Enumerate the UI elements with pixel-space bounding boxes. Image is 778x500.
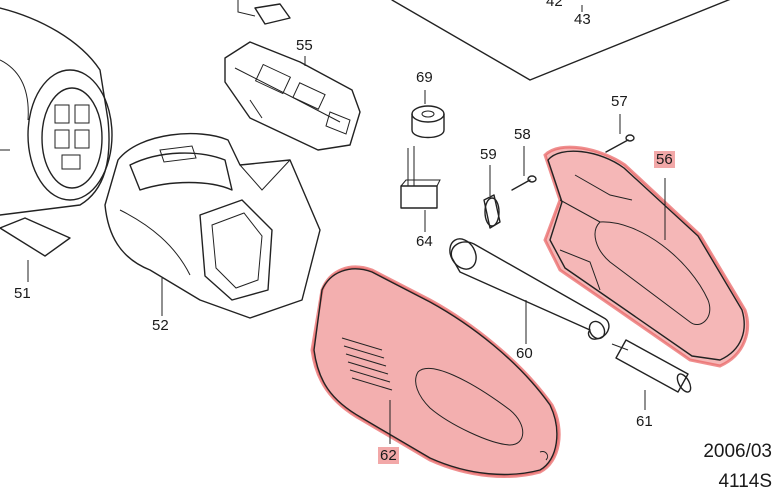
part-label-62: 62 [378, 447, 399, 464]
part-61-brush [611, 339, 692, 393]
part-label-42: 42 [546, 0, 563, 10]
part-64-capacitor [400, 146, 441, 209]
part-56-handle-cover [543, 145, 750, 368]
part-57-screw [605, 134, 635, 153]
part-label-52: 52 [152, 317, 169, 334]
leader-lines [27, 5, 666, 444]
footer-model: 4114S [718, 471, 772, 492]
part-label-55: 55 [296, 37, 313, 54]
footer-date: 2006/03 [703, 441, 772, 462]
part-69-ring [411, 105, 445, 139]
part-label-43: 43 [574, 11, 591, 28]
subassembly-frame [391, 0, 731, 81]
part-label-61: 61 [636, 413, 653, 430]
part-label-69: 69 [416, 69, 433, 86]
part-59-terminal [483, 194, 501, 229]
part-52-dust-cover [104, 132, 321, 319]
part-51-motor-housing [0, 7, 113, 257]
part-58-screw [511, 175, 537, 191]
part-label-58: 58 [514, 126, 531, 143]
part-label-56: 56 [654, 151, 675, 168]
part-60-nozzle [449, 238, 610, 340]
part-label-60: 60 [516, 345, 533, 362]
part-55-switch [224, 41, 361, 151]
top-connector [237, 0, 291, 25]
part-label-57: 57 [611, 93, 628, 110]
part-label-51: 51 [14, 285, 31, 302]
part-label-64: 64 [416, 233, 433, 250]
part-label-59: 59 [480, 146, 497, 163]
part-62-front-housing [310, 265, 561, 478]
